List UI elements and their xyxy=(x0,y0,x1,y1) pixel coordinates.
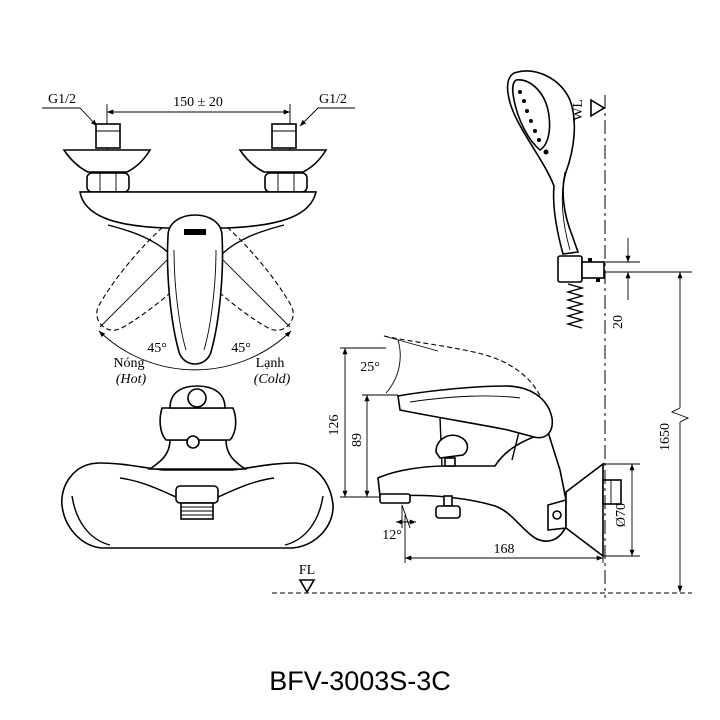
dimension-break xyxy=(670,407,690,423)
inlet-pipe-left xyxy=(95,123,121,149)
nut-left xyxy=(86,172,130,193)
shower-holder xyxy=(557,255,583,283)
side-knob-stem xyxy=(444,457,456,467)
front-body-contour-left xyxy=(71,477,177,546)
inlet-pipe-right xyxy=(271,123,297,149)
floor-level-marker xyxy=(298,579,316,594)
model-title: BFV-3003S-3C xyxy=(269,666,451,696)
front-cartridge-cup xyxy=(159,407,237,441)
handset-grip-line xyxy=(561,171,571,251)
escutcheon-left xyxy=(62,149,152,173)
front-body-contour-right xyxy=(217,477,324,546)
holder-screw xyxy=(596,278,600,282)
side-body xyxy=(377,431,567,542)
side-handle-inner xyxy=(409,395,521,403)
cold-angle-label: 45° xyxy=(231,341,251,356)
floor-level-label: FL xyxy=(299,563,315,578)
handle-angle-arc xyxy=(385,339,401,394)
thread-label-left: G1/2 xyxy=(48,92,76,107)
rotation-arc xyxy=(98,330,292,371)
thread-leader-left xyxy=(42,107,98,127)
cold-label: Lạnh xyxy=(256,356,285,371)
water-level-label: WL xyxy=(571,99,586,121)
side-connector xyxy=(602,479,622,505)
hot-label: Nóng xyxy=(113,356,144,371)
shower-hose xyxy=(565,283,585,329)
front-view xyxy=(61,385,334,549)
side-knob xyxy=(435,434,469,459)
brand-logo xyxy=(184,229,206,235)
side-view: 25° 12° 126 89 16 xyxy=(327,335,640,563)
wall-nut-screw xyxy=(552,510,562,520)
diverter-stem xyxy=(443,495,453,507)
spacing-label: 150 ± 20 xyxy=(173,95,223,110)
body-contour-left xyxy=(107,224,171,255)
body-contour-right xyxy=(221,224,285,255)
nozzle xyxy=(522,99,526,103)
diverter-knob xyxy=(435,505,461,519)
nozzle xyxy=(525,109,529,113)
projection-label: 168 xyxy=(494,542,515,557)
hot-angle-label: 45° xyxy=(147,341,167,356)
aerator xyxy=(379,493,411,504)
escutcheon-right xyxy=(238,149,328,173)
handle-lever-inner xyxy=(173,249,217,351)
outlet-thread-lines xyxy=(181,506,213,516)
spout-height-label: 89 xyxy=(350,433,365,447)
front-pin xyxy=(186,435,200,449)
nozzle xyxy=(537,138,541,142)
faucet-body-top xyxy=(79,191,318,229)
holder-offset-label: 20 xyxy=(611,315,626,329)
thread-label-right: G1/2 xyxy=(319,92,347,107)
handle-angle-label: 25° xyxy=(360,360,380,375)
water-level-marker xyxy=(590,98,606,118)
front-neck xyxy=(147,439,248,470)
front-cap-screw xyxy=(187,388,207,408)
shower-nozzles xyxy=(518,90,549,155)
side-handle-ghost xyxy=(383,335,550,421)
outlet-nut xyxy=(175,485,219,504)
escutcheon-diameter-label: Ø70 xyxy=(614,503,629,527)
cold-label-en: (Cold) xyxy=(254,372,291,387)
hot-label-en: (Hot) xyxy=(116,372,147,387)
overall-height-label: 126 xyxy=(327,415,342,436)
side-escutcheon xyxy=(565,462,604,558)
holder-bracket xyxy=(581,261,605,279)
top-view: 150 ± 20 G1/2 G1/2 xyxy=(42,92,355,387)
spout-angle-line-2 xyxy=(401,504,411,529)
shower-assembly: WL 20 1650 FL xyxy=(272,70,692,598)
handle-lever xyxy=(166,214,224,365)
thread-leader-right xyxy=(299,107,355,127)
spout-angle-label: 12° xyxy=(382,528,402,543)
holder-screw xyxy=(588,258,592,262)
handle-angle-line xyxy=(383,335,439,352)
nozzle xyxy=(543,149,549,155)
shower-face xyxy=(511,79,551,151)
nozzle xyxy=(533,129,537,133)
side-handle xyxy=(397,385,554,439)
nut-right xyxy=(264,172,308,193)
mount-height-label: 1650 xyxy=(658,423,673,451)
nozzle xyxy=(518,90,522,94)
nozzle xyxy=(529,119,533,123)
